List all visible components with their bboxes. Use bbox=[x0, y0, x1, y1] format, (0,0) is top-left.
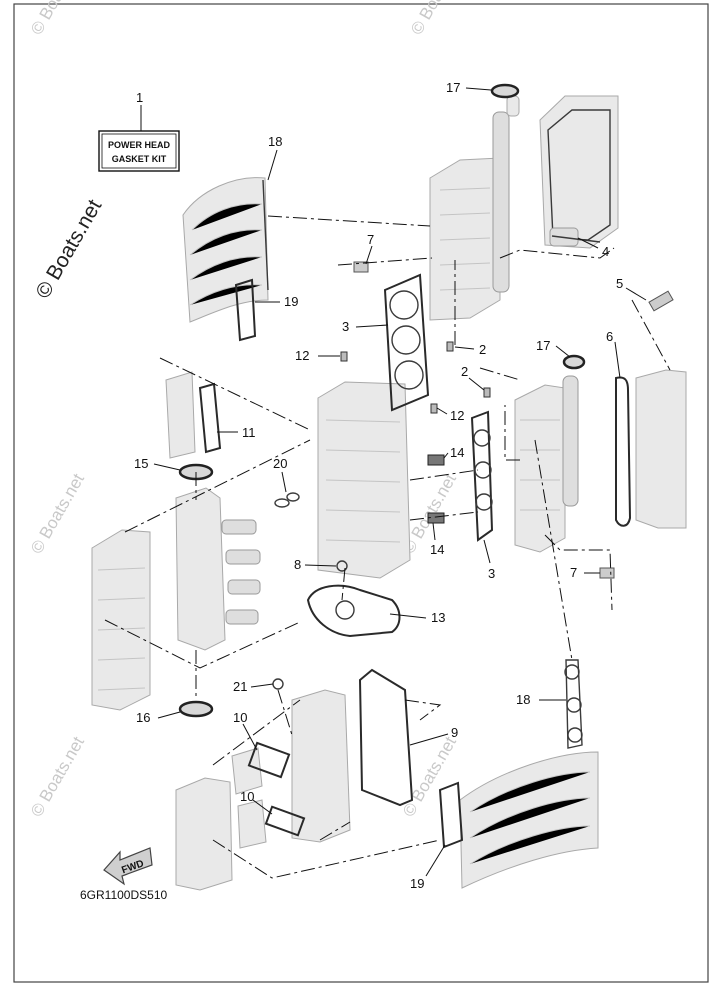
intake-manifold-left bbox=[165, 371, 196, 459]
part-1-gasket-kit[interactable]: POWER HEAD GASKET KIT 1 bbox=[98, 90, 180, 172]
part-11-gasket[interactable] bbox=[198, 382, 222, 454]
callout-12-upper: 12 bbox=[295, 348, 309, 363]
fwd-direction-arrow: FWD bbox=[103, 847, 153, 886]
cylinder-head-upper bbox=[429, 157, 501, 321]
part-12-dowel-lower[interactable] bbox=[430, 403, 438, 414]
callout-13: 13 bbox=[431, 610, 445, 625]
kit-label-inner-box bbox=[101, 133, 177, 169]
part-12-dowel-upper[interactable] bbox=[340, 351, 348, 362]
callout-3-left: 3 bbox=[342, 319, 349, 334]
part-13-gasket[interactable] bbox=[306, 584, 401, 638]
callouts: 17 18 7 4 19 5 3 2 6 17 12 2 12 bbox=[134, 80, 647, 891]
exhaust-manifold-upper bbox=[182, 177, 269, 323]
lower-casing-parts bbox=[175, 689, 351, 891]
callout-18-top: 18 bbox=[268, 134, 282, 149]
callout-12-lower: 12 bbox=[450, 408, 464, 423]
part-21-o-ring[interactable] bbox=[272, 678, 284, 690]
part-9-crankcase-gasket[interactable] bbox=[358, 668, 414, 807]
part-6-rocker-cover-gasket-right[interactable] bbox=[615, 376, 632, 527]
part-8-o-ring[interactable] bbox=[336, 560, 348, 572]
part-18-exhaust-gasket-upper[interactable] bbox=[262, 179, 269, 291]
part-2-dowel-right[interactable] bbox=[483, 387, 491, 398]
callout-19-top: 19 bbox=[284, 294, 298, 309]
assembly-lines bbox=[104, 215, 671, 879]
callout-7-top: 7 bbox=[367, 232, 374, 247]
camshaft-right bbox=[562, 375, 579, 507]
part-16-oil-seal-lower[interactable] bbox=[178, 700, 214, 718]
rocker-cover-upper bbox=[539, 95, 619, 249]
part-17-oil-seal-upper[interactable] bbox=[490, 83, 520, 99]
callout-3-right: 3 bbox=[488, 566, 495, 581]
callout-14-lower: 14 bbox=[430, 542, 444, 557]
kit-label-line1: POWER HEAD bbox=[108, 140, 171, 150]
callout-9: 9 bbox=[451, 725, 458, 740]
part-5-bolt[interactable] bbox=[648, 290, 674, 312]
part-10-intake-gasket-upper[interactable] bbox=[247, 741, 291, 779]
rocker-cover-right bbox=[635, 369, 687, 529]
callout-1: 1 bbox=[136, 90, 143, 105]
part-17-oil-seal-right[interactable] bbox=[562, 354, 586, 370]
part-19-exhaust-cover-gasket-upper[interactable] bbox=[234, 278, 257, 342]
diagram-frame bbox=[13, 3, 709, 983]
part-7-bolt-lower[interactable] bbox=[599, 567, 615, 579]
callout-10-upper: 10 bbox=[233, 710, 247, 725]
callout-5: 5 bbox=[616, 276, 623, 291]
part-3-head-gasket-left[interactable] bbox=[383, 273, 430, 412]
watermark-main: © Boats.net bbox=[31, 196, 106, 303]
part-2-dowel-left[interactable] bbox=[446, 341, 454, 352]
callout-6: 6 bbox=[606, 329, 613, 344]
kit-label-box bbox=[98, 130, 180, 172]
callout-16: 16 bbox=[136, 710, 150, 725]
callout-20: 20 bbox=[273, 456, 287, 471]
part-10-intake-gasket-lower[interactable] bbox=[264, 805, 306, 837]
kit-label-line2: GASKET KIT bbox=[112, 154, 167, 164]
callout-8: 8 bbox=[294, 557, 301, 572]
part-7-bolt-upper[interactable] bbox=[353, 261, 369, 273]
callout-14-upper: 14 bbox=[450, 445, 464, 460]
callout-10-lower: 10 bbox=[240, 789, 254, 804]
diagram-code: 6GR1100DS510 bbox=[80, 888, 167, 902]
part-18-exhaust-gasket-lower[interactable] bbox=[564, 659, 583, 749]
watermark-top-mid: © Boats.net bbox=[407, 0, 468, 38]
watermark-top-left: © Boats.net bbox=[27, 0, 88, 38]
crankshaft bbox=[175, 487, 261, 651]
crankcase-left bbox=[91, 529, 151, 711]
callout-7-right: 7 bbox=[570, 565, 577, 580]
callout-21: 21 bbox=[233, 679, 247, 694]
part-4-rocker-cover-gasket[interactable] bbox=[551, 235, 601, 243]
callout-2-left: 2 bbox=[479, 342, 486, 357]
callout-11: 11 bbox=[242, 425, 256, 440]
callout-17-right: 17 bbox=[536, 338, 550, 353]
exhaust-manifold-lower bbox=[459, 751, 599, 889]
callout-2-right: 2 bbox=[461, 364, 468, 379]
watermark-mid-left: © Boats.net bbox=[27, 470, 88, 557]
cylinder-block bbox=[317, 381, 411, 579]
callout-15: 15 bbox=[134, 456, 148, 471]
callout-18-bottom: 18 bbox=[516, 692, 530, 707]
part-3-head-gasket-right[interactable] bbox=[470, 410, 494, 542]
part-19-exhaust-cover-gasket-lower[interactable] bbox=[438, 781, 464, 849]
part-14-anode-upper[interactable] bbox=[427, 454, 445, 466]
camshaft-upper bbox=[492, 95, 520, 293]
part-20-o-ring[interactable] bbox=[274, 492, 300, 508]
callout-17-top: 17 bbox=[446, 80, 460, 95]
callout-19-bottom: 19 bbox=[410, 876, 424, 891]
callout-4: 4 bbox=[602, 244, 609, 259]
watermark-bottom-left: © Boats.net bbox=[27, 733, 88, 820]
